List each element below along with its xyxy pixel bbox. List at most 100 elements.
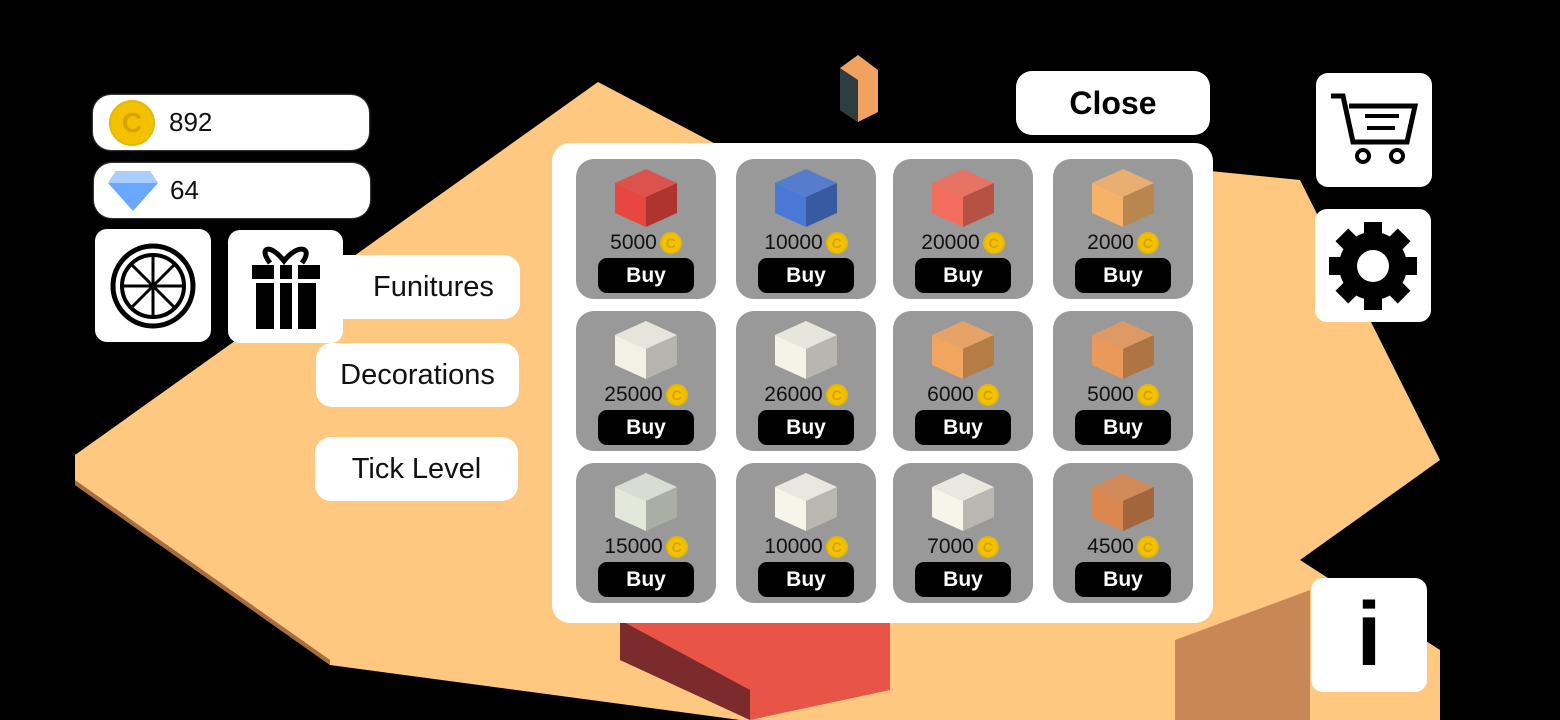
info-button[interactable]: i (1311, 578, 1427, 692)
buy-label: Buy (786, 415, 826, 439)
armchair-icon (615, 169, 677, 227)
buy-label: Buy (786, 567, 826, 591)
cart-button[interactable] (1316, 73, 1432, 187)
close-button[interactable]: Close (1016, 71, 1210, 135)
diamond-icon (108, 170, 158, 211)
cart-icon (1331, 93, 1419, 164)
toilet-icon (932, 473, 994, 531)
tick-level-tab[interactable]: Tick Level (315, 437, 518, 501)
sofa-icon (775, 169, 837, 227)
pedestal-sink-icon (775, 473, 837, 531)
tick-level-label: Tick Level (351, 452, 482, 485)
price-value: 10000 (764, 231, 823, 254)
coin-balance: C 892 (93, 95, 369, 150)
gear-icon (1329, 221, 1417, 310)
buy-button[interactable]: Buy (1075, 410, 1171, 445)
buy-button[interactable]: Buy (758, 258, 854, 293)
furnitures-tab[interactable]: Funitures (317, 255, 520, 319)
buy-label: Buy (1103, 263, 1143, 287)
info-icon: i (1356, 584, 1382, 685)
buy-button[interactable]: Buy (758, 562, 854, 597)
price-value: 20000 (921, 231, 980, 254)
price-value: 26000 (764, 383, 823, 406)
gift-icon (251, 246, 320, 329)
buy-label: Buy (943, 263, 983, 287)
buy-label: Buy (943, 415, 983, 439)
price-value: 5000 (1087, 383, 1134, 406)
decorations-label: Decorations (340, 358, 495, 391)
buy-label: Buy (1103, 415, 1143, 439)
buy-button[interactable]: Buy (915, 410, 1011, 445)
coin-icon: C (1136, 384, 1159, 406)
coin-icon: C (1136, 232, 1159, 254)
buy-button[interactable]: Buy (915, 562, 1011, 597)
price-value: 10000 (764, 535, 823, 558)
coin-icon: C (665, 536, 688, 558)
buy-button[interactable]: Buy (1075, 562, 1171, 597)
price-value: 2000 (1087, 231, 1134, 254)
coin-icon: C (976, 384, 999, 406)
coin-icon: C (825, 384, 848, 406)
bed-icon (932, 169, 994, 227)
wheel-icon (110, 243, 196, 328)
gem-balance: 64 (94, 163, 370, 218)
sink-cabinet-icon (1092, 321, 1154, 379)
price-value: 6000 (927, 383, 974, 406)
coin-icon: C (1136, 536, 1159, 558)
price-value: 15000 (604, 535, 663, 558)
buy-button[interactable]: Buy (598, 562, 694, 597)
furnitures-label: Funitures (373, 270, 494, 303)
coin-icon: C (976, 536, 999, 558)
buy-button[interactable]: Buy (915, 258, 1011, 293)
buy-label: Buy (626, 567, 666, 591)
decorations-tab[interactable]: Decorations (316, 343, 519, 407)
buy-button[interactable]: Buy (598, 258, 694, 293)
price-value: 7000 (927, 535, 974, 558)
buy-button[interactable]: Buy (1075, 258, 1171, 293)
buy-label: Buy (943, 567, 983, 591)
buy-label: Buy (626, 263, 666, 287)
coin-icon: C (825, 536, 848, 558)
buy-button[interactable]: Buy (758, 410, 854, 445)
coin-icon: C (659, 232, 682, 254)
washer-stack-icon (775, 321, 837, 379)
close-label: Close (1069, 84, 1157, 121)
gift-button[interactable] (228, 230, 343, 343)
side-table-icon (1092, 169, 1154, 227)
coin-icon: C (109, 99, 155, 146)
buy-button[interactable]: Buy (598, 410, 694, 445)
coin-icon: C (982, 232, 1005, 254)
vanity-icon (1092, 473, 1154, 531)
coin-icon: C (665, 384, 688, 406)
buy-label: Buy (626, 415, 666, 439)
buy-label: Buy (786, 263, 826, 287)
price-value: 5000 (610, 231, 657, 254)
stove-icon (932, 321, 994, 379)
settings-button[interactable] (1315, 209, 1431, 322)
lucky-wheel-button[interactable] (95, 229, 211, 342)
price-value: 4500 (1087, 535, 1134, 558)
coin-count: 892 (169, 107, 213, 137)
